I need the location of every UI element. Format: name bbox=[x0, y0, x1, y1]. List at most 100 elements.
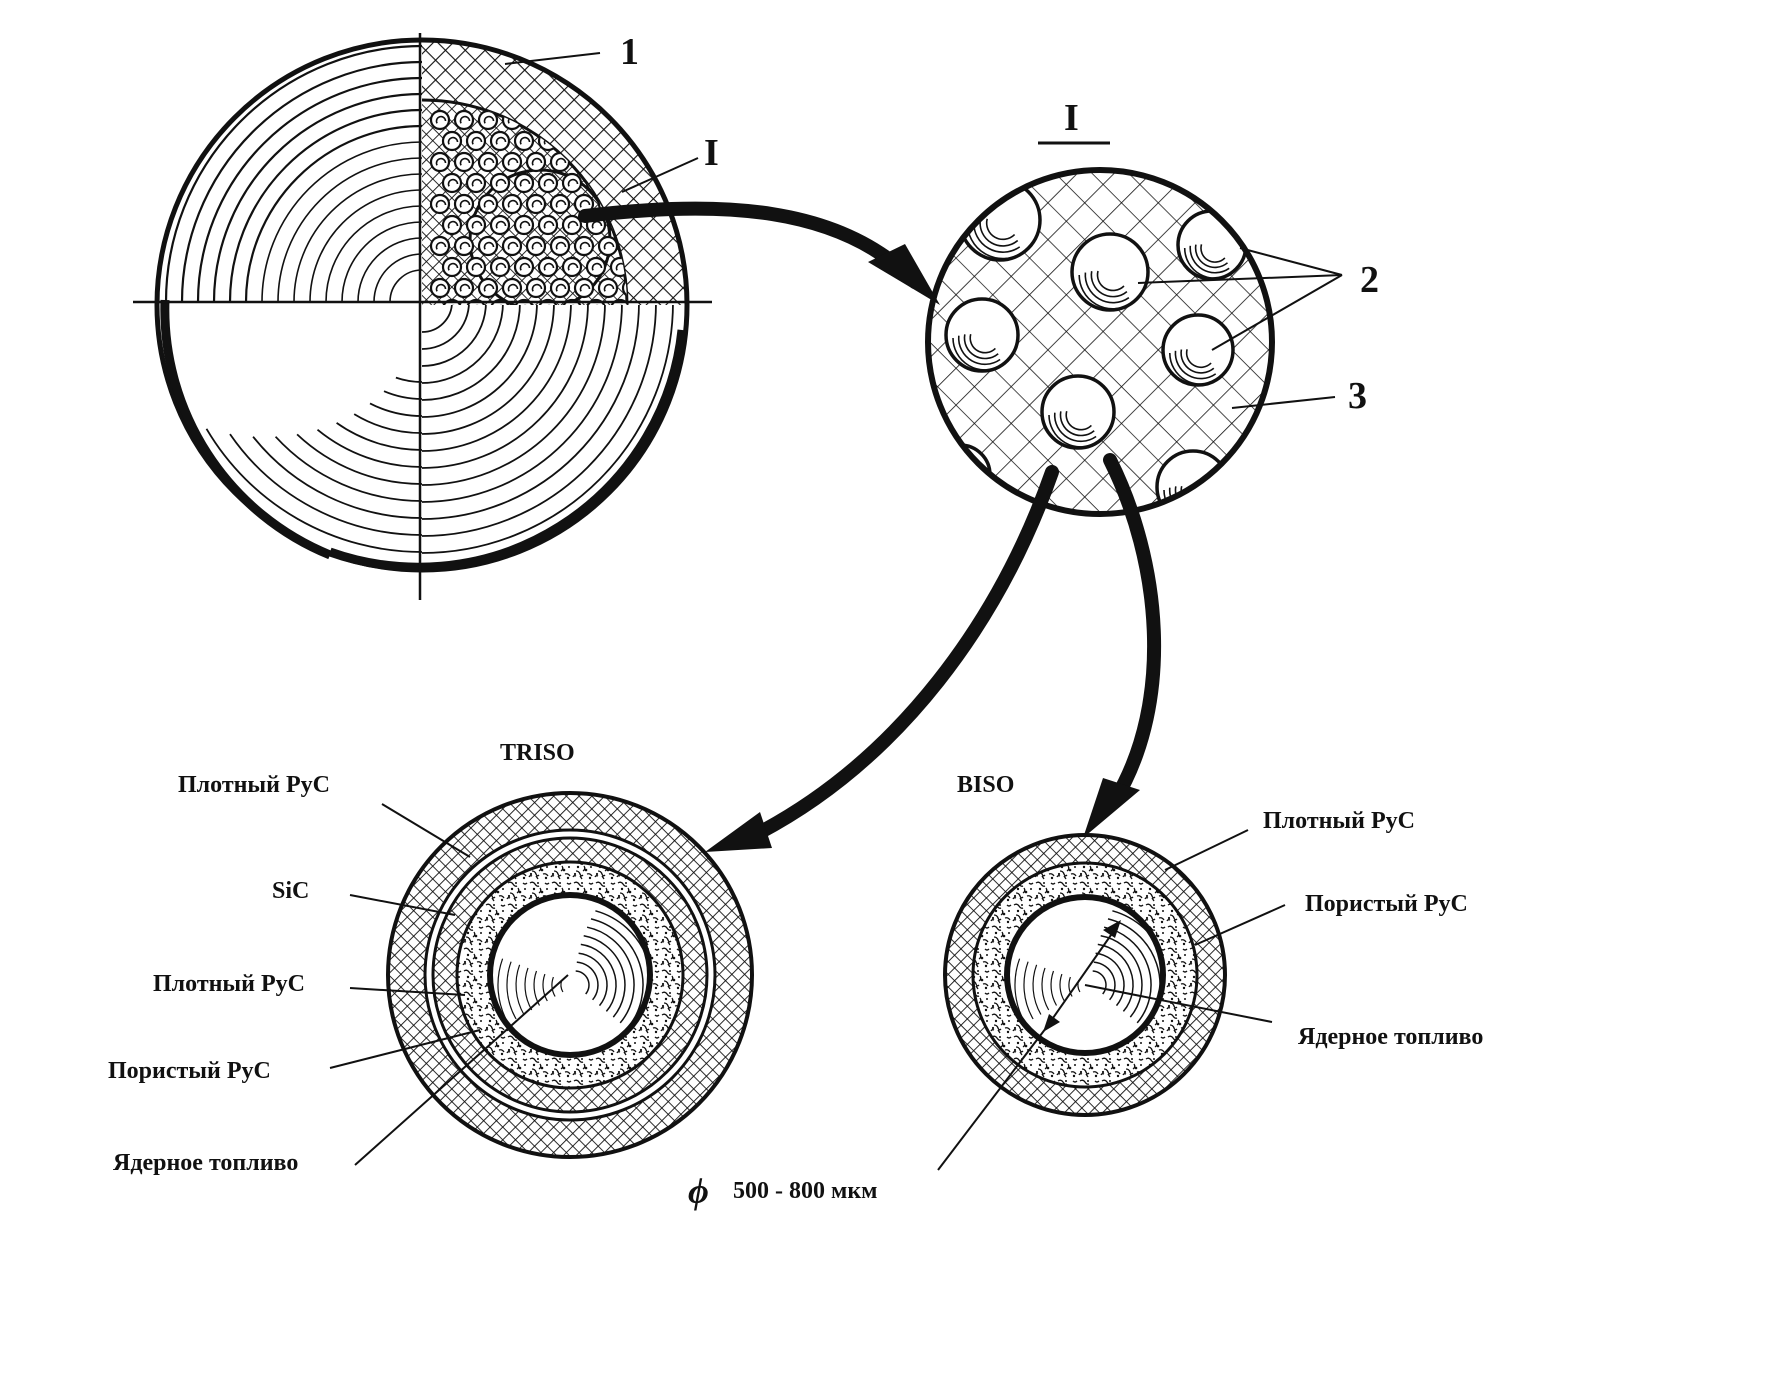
pebble-arc bbox=[261, 141, 423, 303]
particle-swirl bbox=[531, 157, 543, 166]
pebble-body bbox=[164, 40, 687, 570]
pebble-arcs-top-left bbox=[164, 44, 423, 303]
detail-particle-arc bbox=[1096, 270, 1125, 292]
particle-swirl bbox=[495, 136, 507, 145]
coated-particle bbox=[453, 193, 475, 215]
pebble-arc bbox=[421, 301, 470, 350]
coated-particle bbox=[647, 111, 665, 129]
coated-particle bbox=[465, 256, 487, 278]
detail-outline bbox=[925, 167, 1275, 517]
biso-diameter-arrow-top bbox=[1103, 920, 1121, 938]
coated-particle bbox=[501, 277, 523, 299]
particle-swirl bbox=[591, 262, 603, 271]
coated-particle bbox=[525, 235, 547, 257]
kernel-arc bbox=[586, 926, 635, 1024]
coated-particle bbox=[525, 151, 547, 173]
particle-swirl bbox=[519, 136, 531, 145]
fuel-pebble: 1 I bbox=[133, 31, 719, 600]
coated-particle bbox=[513, 130, 535, 152]
pebble-arc bbox=[325, 205, 423, 303]
kernel-arc bbox=[576, 961, 599, 1001]
kernel-arc bbox=[1059, 973, 1065, 1002]
particle-swirl bbox=[447, 178, 459, 187]
pebble-arc bbox=[296, 433, 423, 485]
coated-particle bbox=[561, 256, 583, 278]
coated-particle bbox=[429, 151, 451, 173]
pebble-arc bbox=[373, 253, 423, 303]
detail-particle-arc bbox=[957, 335, 1001, 366]
particle-swirl bbox=[555, 157, 567, 166]
detail-particle-arc bbox=[1078, 274, 1131, 310]
particle-swirl bbox=[459, 199, 471, 208]
detail-label-3: 3 bbox=[1348, 375, 1367, 417]
pebble-arc bbox=[244, 124, 423, 303]
pebble-arc bbox=[369, 402, 423, 417]
pebble-arc bbox=[341, 221, 423, 303]
detail-particle-arc bbox=[1090, 271, 1128, 298]
detail-coated-particle bbox=[1176, 209, 1248, 281]
triso-fuel-kernel bbox=[487, 892, 653, 1058]
kernel-arc bbox=[1095, 952, 1125, 1007]
particle-swirl bbox=[579, 241, 591, 250]
coated-particle bbox=[501, 193, 523, 215]
pebble-arc bbox=[252, 436, 423, 519]
pebble-arc bbox=[336, 422, 423, 451]
triso-label-porous-pyc: Пористый РуС bbox=[108, 1058, 271, 1084]
particle-swirl bbox=[435, 283, 447, 292]
detail-particle-arc bbox=[1084, 272, 1130, 304]
pebble-arc bbox=[421, 301, 623, 503]
particle-swirl bbox=[459, 157, 471, 166]
triso-leader-fuel bbox=[354, 974, 569, 1166]
biso-label-porous-pyc: Пористый РуС bbox=[1305, 891, 1468, 917]
detail-coated-particle bbox=[1161, 313, 1235, 387]
coated-particle bbox=[489, 298, 511, 305]
pebble-arc bbox=[357, 237, 423, 303]
kernel-arc bbox=[533, 970, 541, 1006]
coated-particle bbox=[525, 193, 547, 215]
biso-leader-fuel bbox=[1084, 984, 1273, 1023]
kernel-arc bbox=[1032, 964, 1042, 1015]
particle-swirl bbox=[495, 220, 507, 229]
detail-coated-particle bbox=[928, 443, 992, 507]
coated-particle bbox=[429, 235, 451, 257]
coated-particle bbox=[549, 235, 571, 257]
coated-particle bbox=[513, 214, 535, 236]
particle-swirl bbox=[519, 220, 531, 229]
particle-swirl bbox=[641, 138, 650, 145]
particle-swirl bbox=[519, 178, 531, 187]
particle-swirl bbox=[653, 117, 662, 124]
detail-particle-arc bbox=[952, 337, 1002, 371]
pebble-arc bbox=[421, 301, 674, 554]
detail-particle-arc bbox=[1185, 349, 1212, 369]
particle-swirl bbox=[519, 304, 531, 305]
coated-particle bbox=[597, 277, 619, 299]
coated-particle bbox=[453, 277, 475, 299]
biso-leader-dense bbox=[1164, 829, 1249, 871]
coated-particle bbox=[549, 277, 571, 299]
particle-swirl bbox=[543, 178, 555, 187]
kernel-arc bbox=[1068, 976, 1073, 997]
kernel-arc bbox=[575, 970, 590, 995]
detail-particle-arc bbox=[969, 333, 996, 354]
coated-particle bbox=[477, 109, 499, 131]
pebble-arc bbox=[421, 301, 589, 469]
pebble-label-I: I bbox=[704, 132, 719, 174]
coated-particle bbox=[477, 193, 499, 215]
pebble-arc bbox=[309, 189, 423, 303]
particle-swirl bbox=[507, 241, 519, 250]
coated-particle bbox=[489, 172, 511, 194]
coated-particle bbox=[441, 256, 463, 278]
detail-coated-particle bbox=[944, 297, 1020, 373]
coated-particle bbox=[441, 130, 463, 152]
pebble-arc bbox=[274, 436, 423, 502]
biso-fuel-kernel bbox=[1004, 894, 1166, 1056]
particle-swirl bbox=[483, 115, 495, 124]
particle-swirl bbox=[447, 136, 459, 145]
particle-swirl bbox=[495, 262, 507, 271]
biso-diameter-leader bbox=[937, 1027, 1047, 1171]
biso-diameter-line bbox=[1045, 924, 1119, 1029]
pebble-label-1: 1 bbox=[620, 31, 639, 73]
detail-particle-arc bbox=[1200, 244, 1226, 263]
particle-swirl bbox=[519, 262, 531, 271]
kernel-arc bbox=[524, 967, 533, 1011]
